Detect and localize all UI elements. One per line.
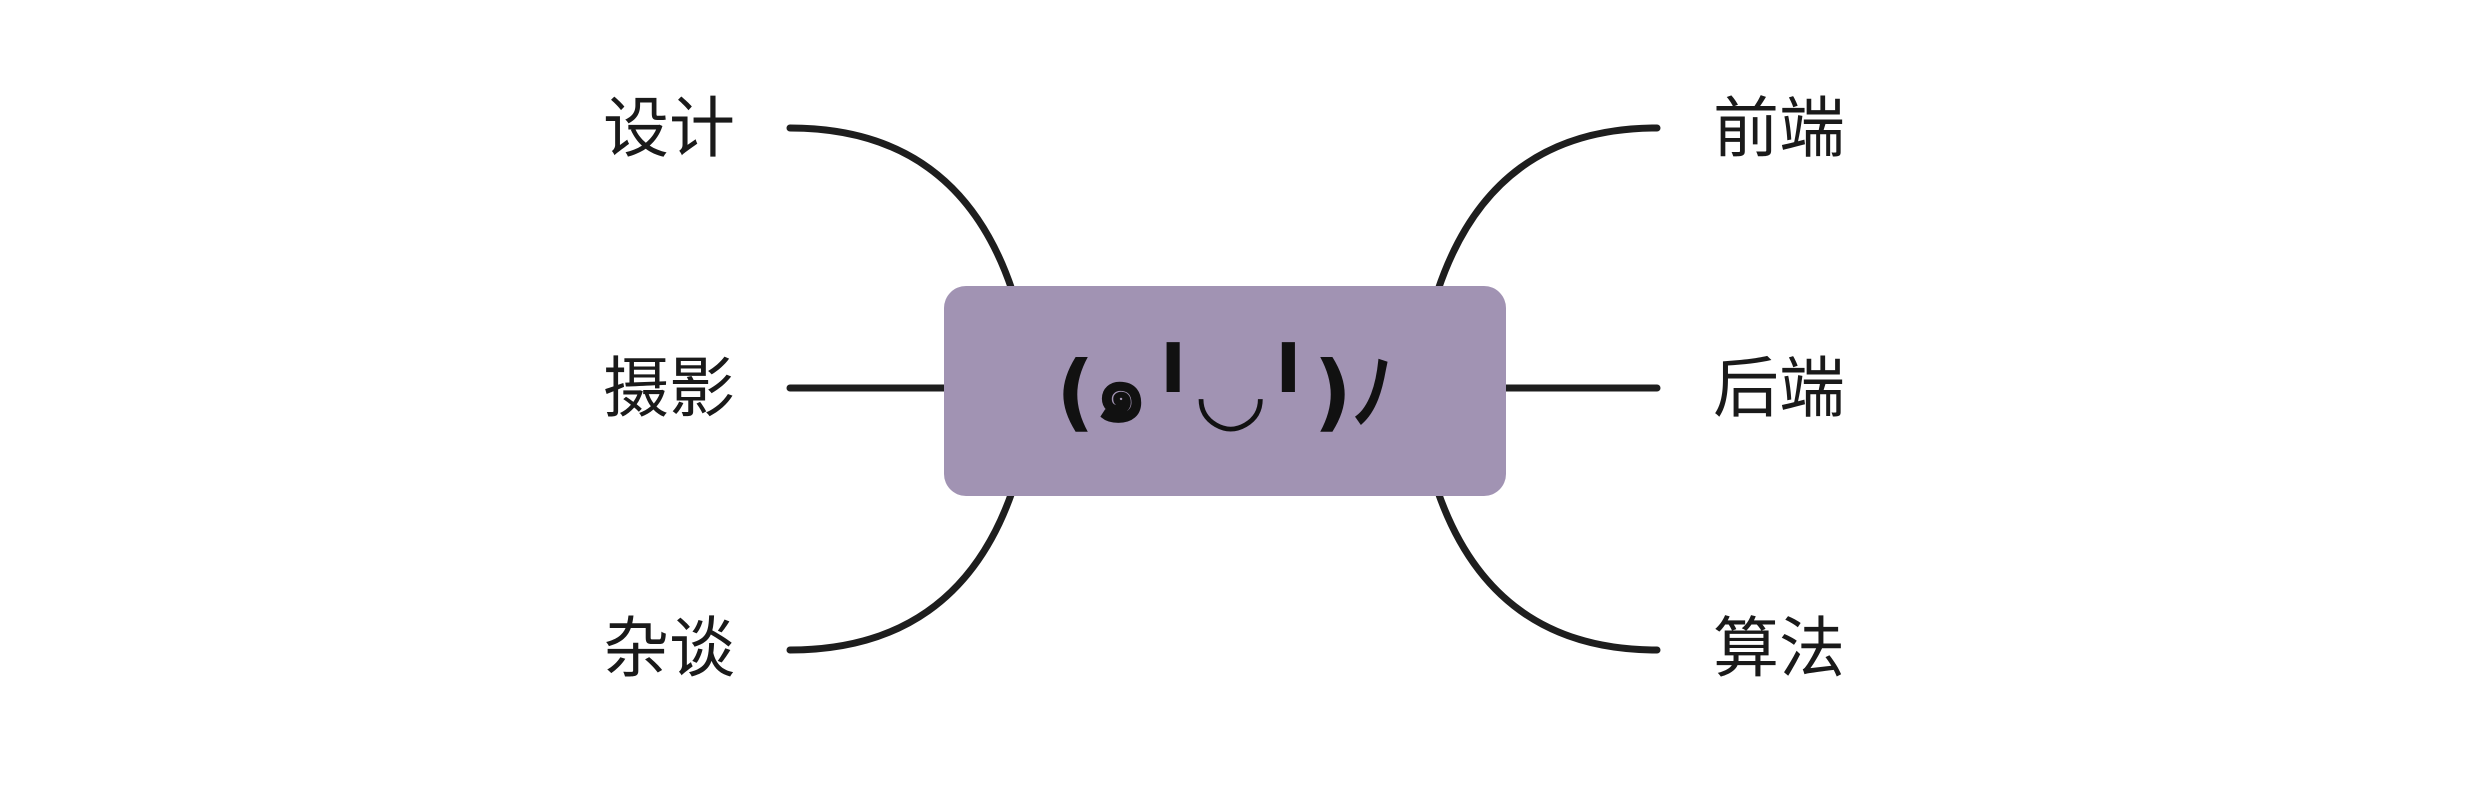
central-topic-node[interactable]: (๑╹◡╹)ﾉ [944,286,1506,496]
branch-label-algorithms[interactable]: 算法 [1713,610,1845,687]
branch-label-photography[interactable]: 摄影 [603,350,735,427]
branch-label-backend[interactable]: 后端 [1713,350,1845,427]
connector-algo [1434,488,1661,654]
branch-label-design[interactable]: 设计 [603,90,735,167]
branch-label-miscellaneous[interactable]: 杂谈 [603,610,735,687]
connector-misc [786,488,1016,654]
central-topic-label: (๑╹◡╹)ﾉ [1056,343,1394,441]
connector-front [1434,124,1661,294]
connector-design [786,124,1016,294]
branch-label-frontend[interactable]: 前端 [1713,90,1845,167]
